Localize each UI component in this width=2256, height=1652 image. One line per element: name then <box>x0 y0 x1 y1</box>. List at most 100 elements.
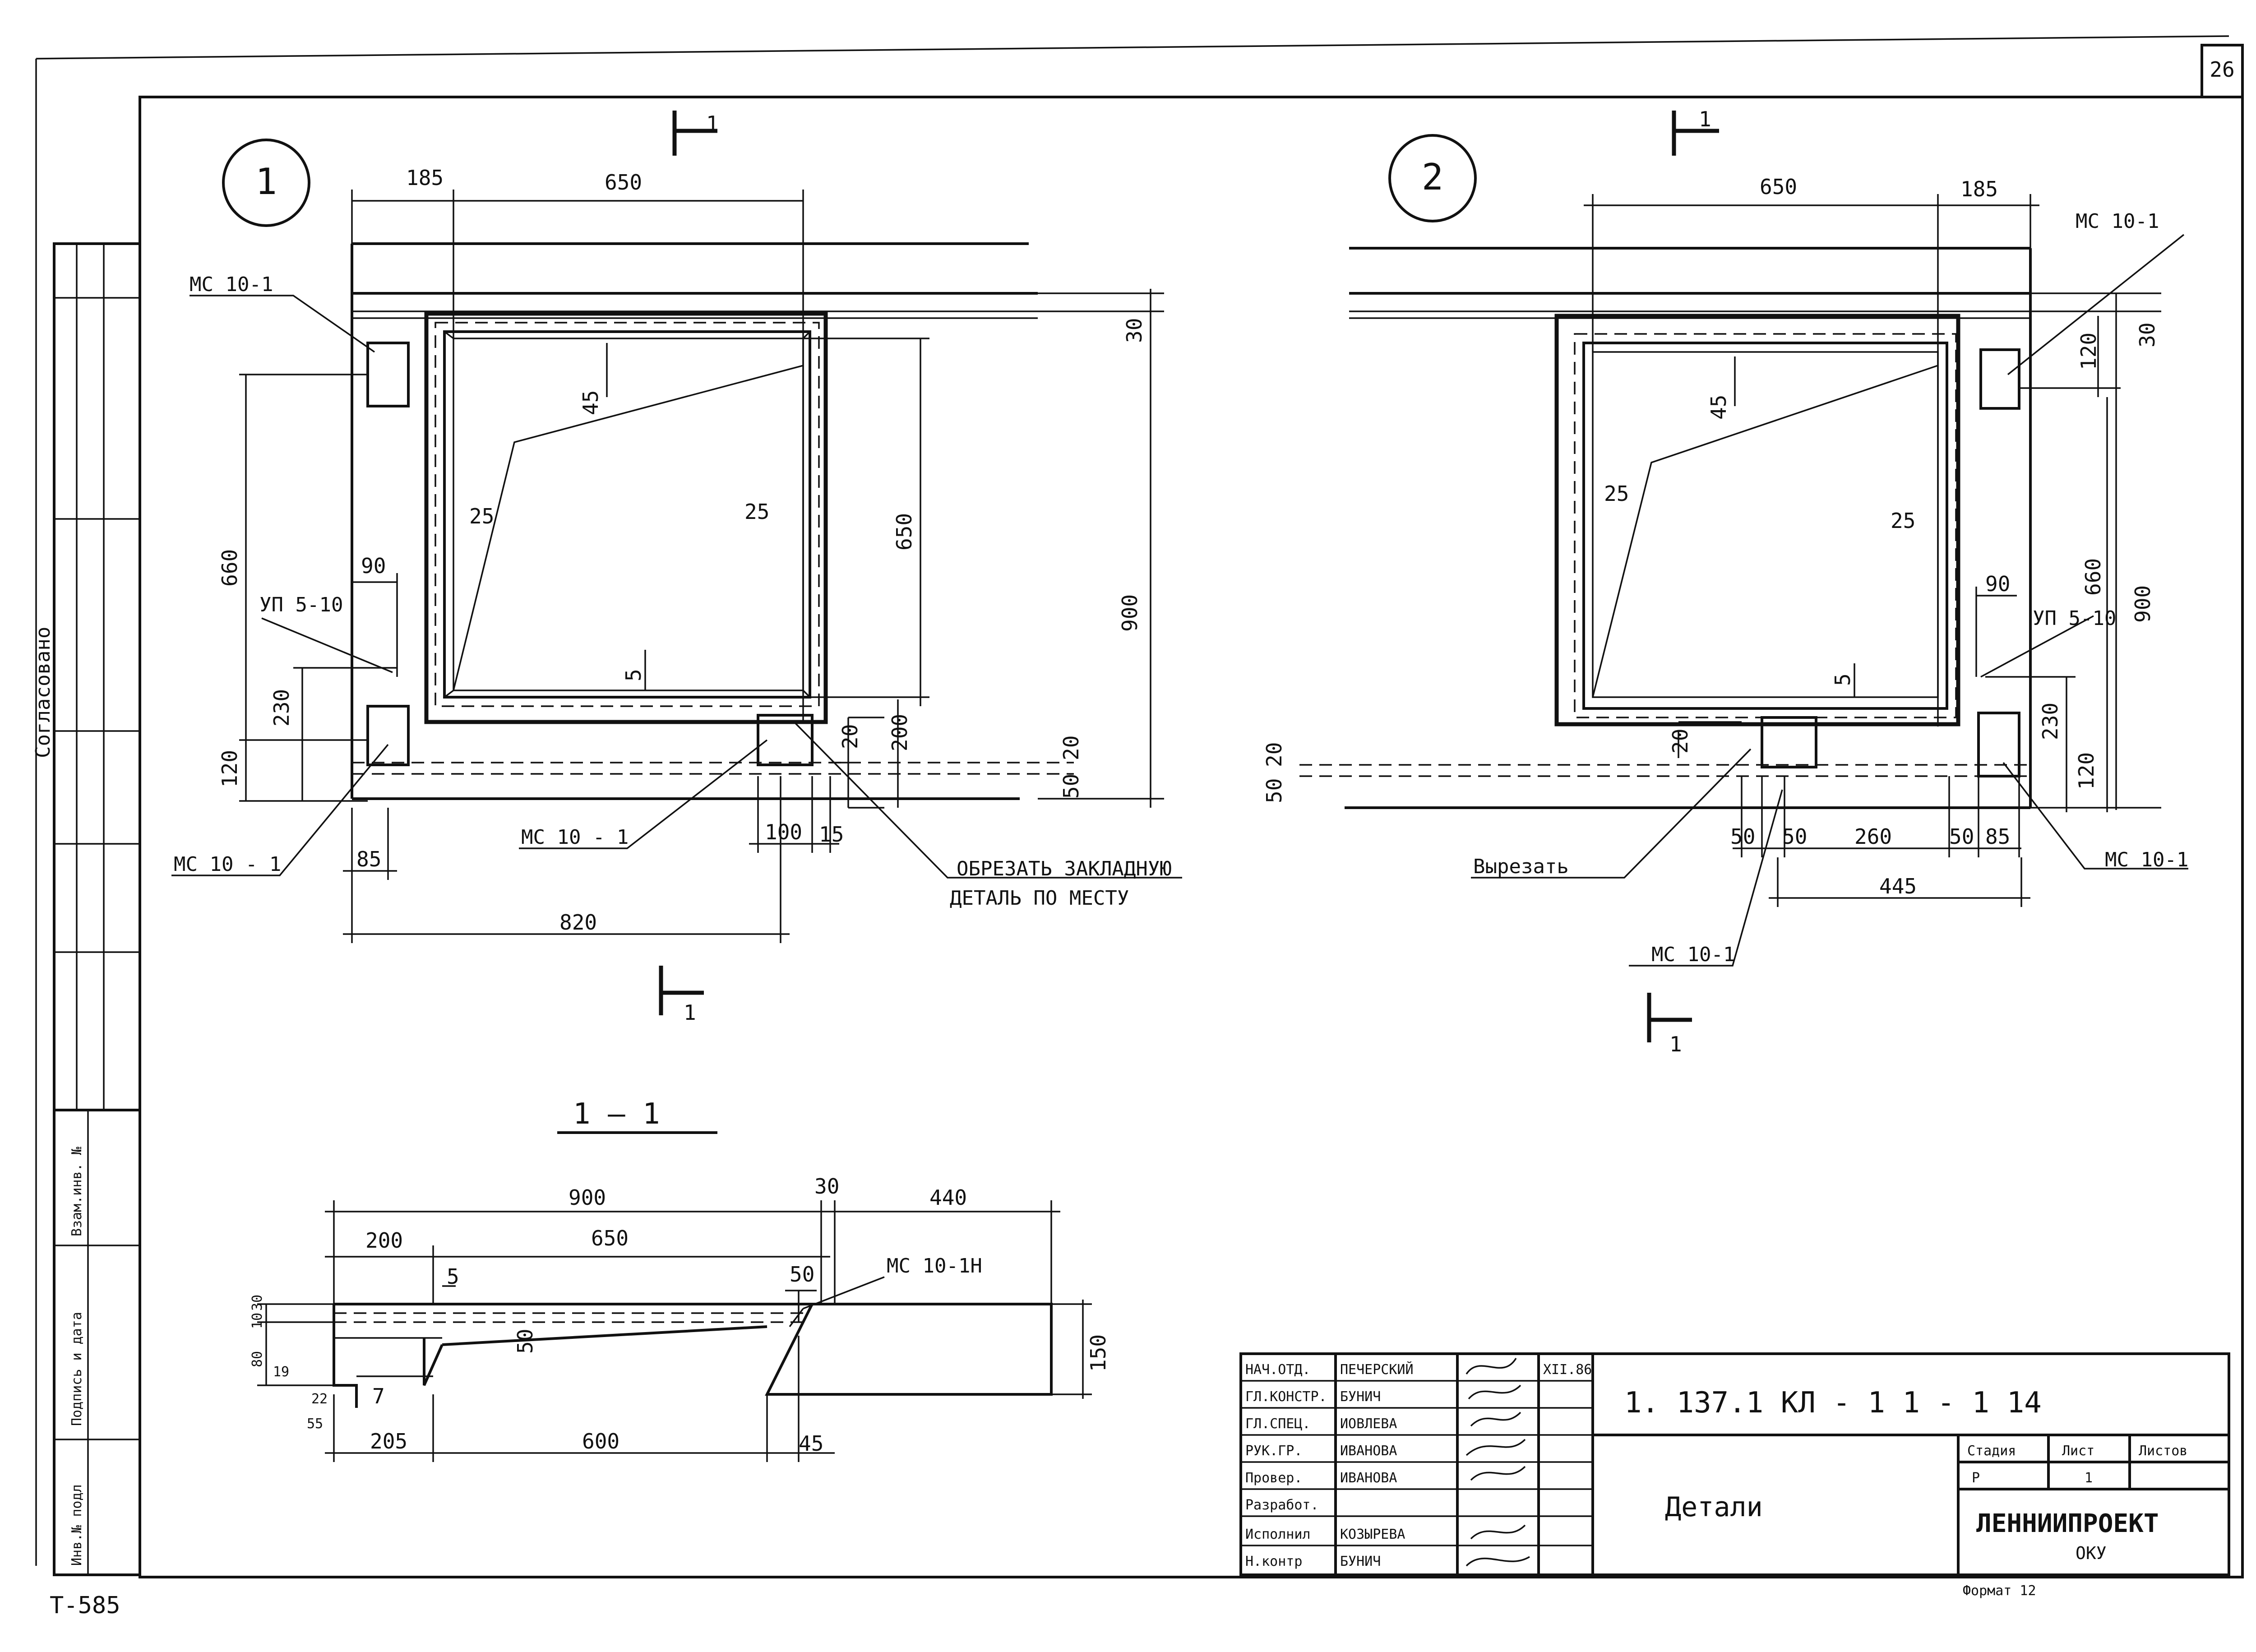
sec-dim-55: 55 <box>307 1416 323 1432</box>
d2-dim-b85: 85 <box>1985 824 2010 849</box>
sec-dim-200: 200 <box>365 1228 403 1253</box>
page-number: 26 <box>2210 57 2234 82</box>
d1-dim-5: 5 <box>621 669 646 681</box>
title-name: ИВАНОВА <box>1340 1443 1397 1459</box>
d1-label-mc-top: МС 10-1 <box>190 273 273 296</box>
sec-dim-19: 19 <box>273 1364 289 1380</box>
detail-1-cut-top: 1 <box>706 111 719 136</box>
d2-dim-25-right: 25 <box>1891 509 1915 533</box>
d2-dim-20: 20 <box>1262 742 1286 767</box>
d2-dim-120: 120 <box>2076 333 2101 370</box>
sheet-value: 1 <box>2085 1470 2093 1486</box>
d2-dim-660: 660 <box>2081 558 2105 596</box>
sec-label-mc: МС 10-1Н <box>887 1254 982 1277</box>
side-stamp: Согласовано Взам.инв. № Подпись и дата И… <box>32 242 141 1576</box>
d2-dim-50: 50 <box>1262 778 1286 803</box>
sec-dim-5: 5 <box>447 1264 459 1289</box>
title-role: Н.контр <box>1245 1554 1302 1569</box>
sec-dim-50-mid: 50 <box>513 1329 537 1354</box>
section-1-1: 1 — 1 900 30 440 200 650 5 50 50 МС 10-1… <box>250 1097 1110 1462</box>
d2-dim-90: 90 <box>1985 572 2010 596</box>
title-row-5: Разработ. <box>1245 1497 1319 1513</box>
sec-dim-10: 10 <box>250 1313 265 1329</box>
detail-2-cut-top: 1 <box>1699 107 1711 131</box>
d1-dim-100: 100 <box>765 820 802 844</box>
d2-dim-230: 230 <box>2038 703 2062 740</box>
sheets-label: Листов <box>2139 1443 2187 1459</box>
exchange-inv-label: Взам.инв. № <box>69 1147 85 1236</box>
d2-dim-30: 30 <box>2135 323 2159 347</box>
detail-1-cut-bottom: 1 <box>684 1000 696 1025</box>
d2-dim-b260: 260 <box>1854 824 1892 849</box>
d1-dim-50: 50 <box>1059 774 1083 799</box>
title-role: Исполнил <box>1245 1527 1311 1542</box>
title-name: ИВАНОВА <box>1340 1470 1397 1486</box>
detail-2-marker: 2 <box>1422 156 1443 198</box>
d1-dim-30: 30 <box>1122 318 1146 343</box>
bottom-left-code: T-585 <box>50 1592 120 1619</box>
title-row-3: РУК.ГР. ИВАНОВА <box>1245 1443 1397 1459</box>
title-date: XII.86 <box>1543 1362 1592 1378</box>
d1-dim-200: 200 <box>888 714 912 751</box>
d1-dim-90: 90 <box>361 554 386 578</box>
d1-dim-85: 85 <box>356 847 381 871</box>
doc-title: Детали <box>1665 1491 1763 1523</box>
stage-value: Р <box>1972 1470 1980 1486</box>
title-row-4: Провер. ИВАНОВА <box>1245 1470 1397 1486</box>
sec-dim-205: 205 <box>370 1429 407 1453</box>
d2-dim-5: 5 <box>1831 673 1855 686</box>
title-role: РУК.ГР. <box>1245 1443 1302 1459</box>
d2-label-mc-bottom: МС 10-1 <box>1651 943 1735 966</box>
d1-label-up: УП 5-10 <box>259 593 343 616</box>
title-row-2: ГЛ.СПЕЦ. ИОВЛЕВА <box>1245 1416 1397 1432</box>
d1-dim-45: 45 <box>578 390 603 415</box>
sec-dim-7: 7 <box>372 1384 385 1408</box>
sec-dim-30: 30 <box>250 1295 265 1311</box>
detail-1-marker-circle <box>222 139 310 227</box>
detail-2: 2 1 650 185 45 25 25 5 30 900 120 660 90 <box>1262 107 2188 1056</box>
sec-dim-440: 440 <box>929 1185 967 1210</box>
doc-code: 1. 137.1 КЛ - 1 1 - 1 14 <box>1624 1386 2042 1420</box>
sec-dim-50-top: 50 <box>790 1262 814 1286</box>
section-title: 1 — 1 <box>573 1097 660 1131</box>
d1-label-mc-bottom-mid: МС 10 - 1 <box>521 826 629 849</box>
d1-dim-top-185: 185 <box>406 166 444 190</box>
d1-note-line1: ОБРЕЗАТЬ ЗАКЛАДНУЮ <box>957 857 1172 880</box>
sec-dim-30: 30 <box>814 1174 839 1199</box>
title-role: ГЛ.КОНСТР. <box>1245 1389 1327 1405</box>
inv-orig-label: Инв.№ подл <box>69 1484 85 1566</box>
title-name: ПЕЧЕРСКИЙ <box>1340 1361 1414 1378</box>
title-row-0: НАЧ.ОТД. ПЕЧЕРСКИЙ <box>1245 1361 1414 1378</box>
d1-dim-20a: 20 <box>838 724 862 749</box>
d2-dim-b50a: 50 <box>1730 824 1755 849</box>
title-name: БУНИЧ <box>1340 1389 1381 1405</box>
d2-dim-b50b: 50 <box>1782 824 1807 849</box>
title-role: Провер. <box>1245 1470 1302 1486</box>
title-block: НАЧ.ОТД. ПЕЧЕРСКИЙ ГЛ.КОНСТР. БУНИЧ ГЛ.С… <box>1239 1352 2230 1576</box>
d2-dim-b50c: 50 <box>1949 824 1974 849</box>
sheet-label: Лист <box>2062 1443 2094 1459</box>
d2-dim-120b: 120 <box>2074 752 2099 790</box>
d1-dim-230: 230 <box>269 689 294 727</box>
d2-label-cut-out: Вырезать <box>1473 855 1569 878</box>
d2-dim-45: 45 <box>1706 395 1731 420</box>
d1-dim-660: 660 <box>217 549 242 587</box>
sec-dim-650: 650 <box>591 1226 629 1250</box>
title-row-6: Исполнил КОЗЫРЕВА <box>1245 1527 1405 1542</box>
d2-dim-900: 900 <box>2131 585 2155 623</box>
d2-label-mc-right: МС 10-1 <box>2105 848 2188 871</box>
sec-dim-80: 80 <box>250 1351 265 1367</box>
title-name: БУНИЧ <box>1340 1554 1381 1569</box>
org-name: ЛЕННИИПРОЕКТ <box>1976 1509 2159 1538</box>
d1-note-line2: ДЕТАЛЬ ПО МЕСТУ <box>950 887 1129 910</box>
d1-dim-25-left: 25 <box>469 504 494 528</box>
title-name: КОЗЫРЕВА <box>1340 1527 1405 1542</box>
d1-dim-top-650: 650 <box>605 170 642 194</box>
sign-date-label: Подпись и дата <box>69 1312 85 1426</box>
d1-dim-650-inner: 650 <box>892 513 916 551</box>
d2-label-mc-top: МС 10-1 <box>2076 210 2159 233</box>
d1-label-mc-bottom-left: МС 10 - 1 <box>174 853 281 876</box>
d1-dim-25-right: 25 <box>744 500 769 524</box>
detail-2-cut-bottom: 1 <box>1669 1032 1682 1056</box>
